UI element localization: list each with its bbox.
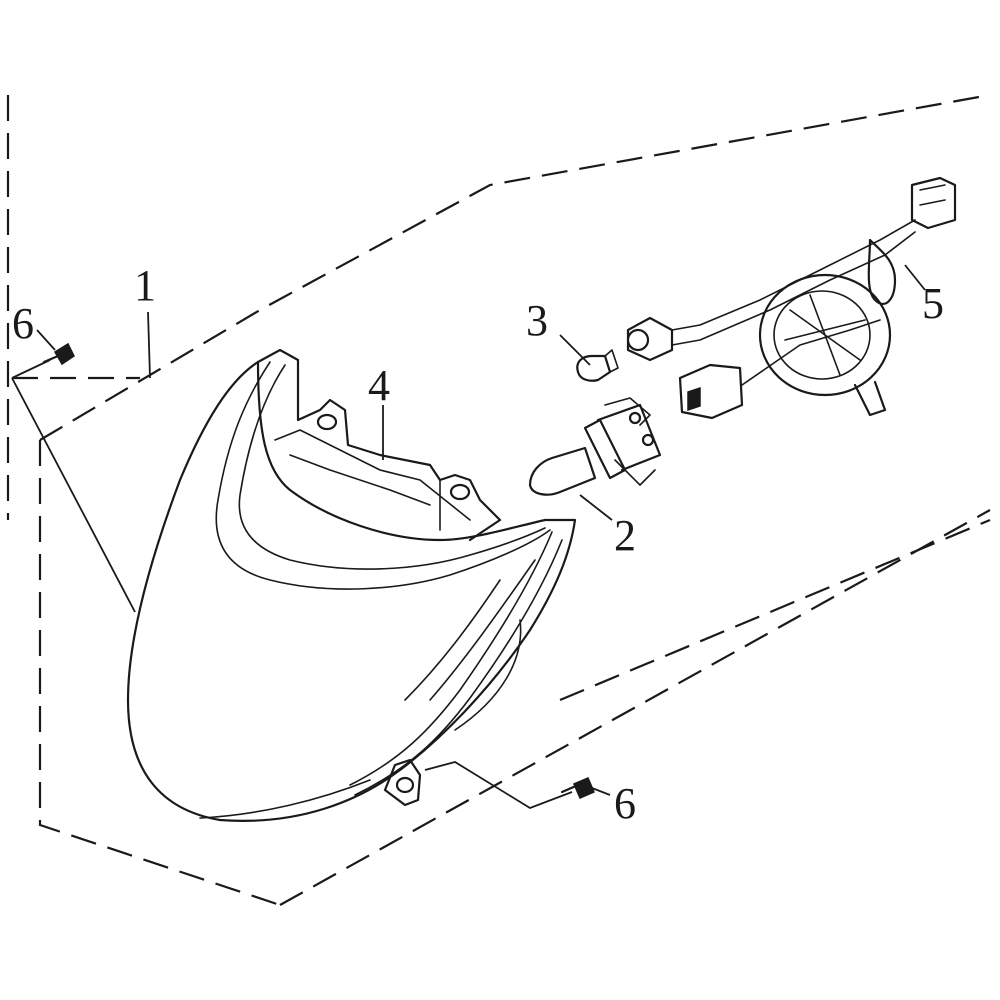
headlight-assembly-icon	[126, 360, 577, 822]
headlight-bulb-icon	[528, 397, 662, 496]
callout-1: 1	[134, 261, 156, 310]
callout-4: 4	[368, 361, 390, 410]
position-bulb-icon	[576, 349, 619, 382]
lower-mount-tab	[383, 758, 422, 807]
callout-5: 5	[922, 279, 944, 328]
screw-icon-bottom	[560, 777, 595, 799]
callout-6-top: 6	[12, 299, 34, 348]
screw-icon-top	[42, 342, 75, 366]
callout-3: 3	[526, 296, 548, 345]
callout-6-bottom: 6	[614, 779, 636, 828]
leader-lines	[11, 264, 926, 809]
wiring-harness-icon	[626, 176, 957, 420]
callout-2: 2	[614, 511, 636, 560]
mounting-bracket-icon	[256, 348, 502, 542]
assembly-boundary	[6, 93, 991, 907]
